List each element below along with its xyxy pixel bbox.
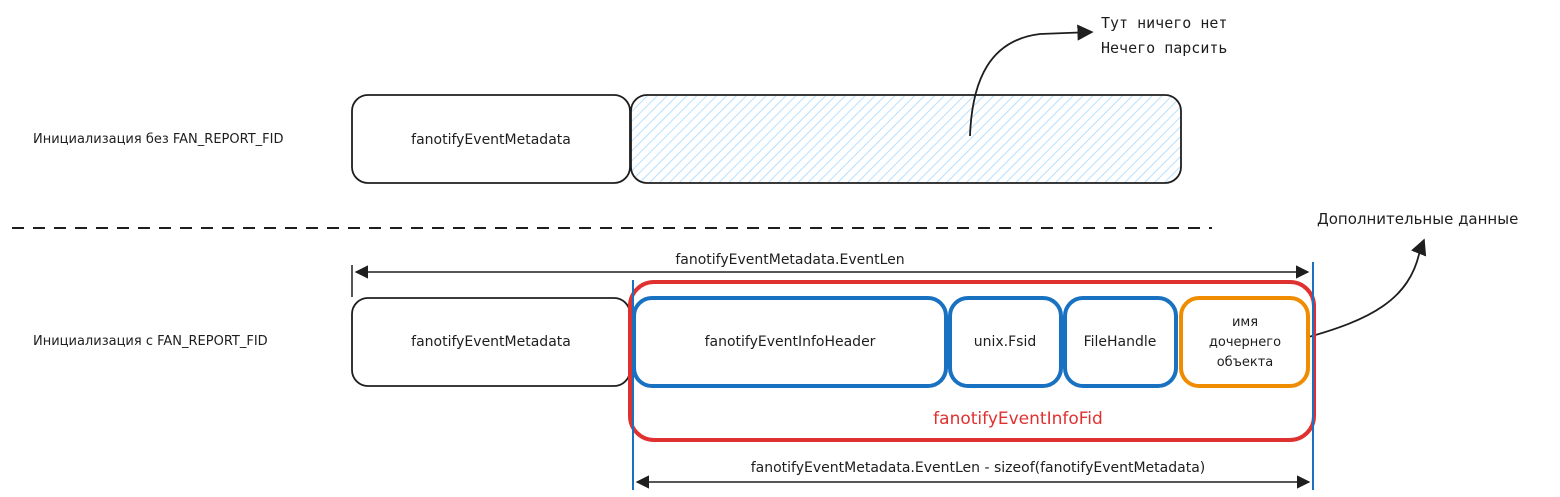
nothing-here-note-line1: Тут ничего нет <box>1101 14 1227 32</box>
metadata-box-bottom: fanotifyEventMetadata <box>351 297 631 387</box>
metadata-box-bottom-label: fanotifyEventMetadata <box>411 334 571 350</box>
child-name-line1: имя <box>1232 315 1258 330</box>
nothing-here-arrow <box>969 24 1094 137</box>
extra-data-arrow <box>1304 238 1427 339</box>
extra-data-note: Дополнительные данные <box>1317 210 1518 228</box>
metadata-box-top: fanotifyEventMetadata <box>351 94 631 184</box>
row-label-without-fid: Инициализация без FAN_REPORT_FID <box>33 132 283 147</box>
row-label-with-fid: Инициализация с FAN_REPORT_FID <box>33 334 268 349</box>
metadata-box-top-label: fanotifyEventMetadata <box>411 132 571 148</box>
child-name-box: имя дочернего объекта <box>1179 296 1310 388</box>
empty-payload-box <box>630 94 1182 184</box>
event-len-label: fanotifyEventMetadata.EventLen <box>675 252 904 268</box>
child-name-line2: дочернего <box>1209 335 1281 350</box>
file-handle-box: FileHandle <box>1063 296 1178 388</box>
fsid-box: unix.Fsid <box>948 296 1063 388</box>
child-name-line3: объекта <box>1217 355 1274 370</box>
info-len-label: fanotifyEventMetadata.EventLen - sizeof(… <box>751 460 1206 476</box>
info-header-box-label: fanotifyEventInfoHeader <box>705 334 876 350</box>
info-fid-group-label: fanotifyEventInfoFid <box>933 409 1103 429</box>
nothing-here-note-line2: Нечего парсить <box>1101 39 1227 57</box>
fsid-box-label: unix.Fsid <box>974 334 1037 350</box>
file-handle-box-label: FileHandle <box>1084 334 1157 350</box>
info-header-box: fanotifyEventInfoHeader <box>632 296 948 388</box>
